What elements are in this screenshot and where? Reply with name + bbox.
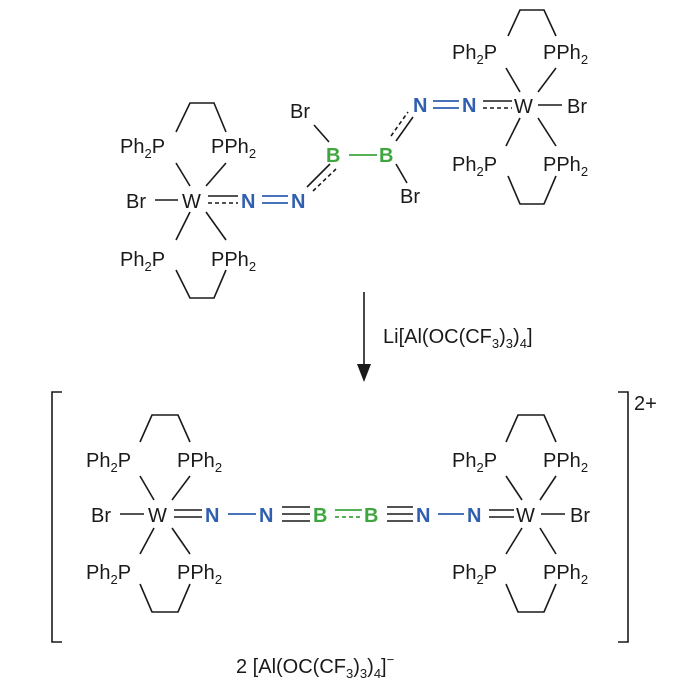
boron-label: B (313, 505, 327, 527)
ph2p-label: Ph2P (86, 450, 131, 475)
b-br-bond (395, 163, 408, 184)
pph2-label: PPh2 (543, 154, 588, 179)
bromine-label: Br (290, 101, 310, 123)
p-w-bond (537, 67, 557, 93)
p-w-bond (175, 162, 191, 187)
nitrogen-label: N (413, 95, 427, 117)
nitrogen-label: N (416, 505, 430, 527)
ph2p-label: Ph2P (452, 562, 497, 587)
bromine-label: Br (400, 186, 420, 208)
pph2-label: PPh2 (177, 450, 222, 475)
pph2-label: PPh2 (543, 42, 588, 67)
nitrogen-label: N (462, 95, 476, 117)
reagent-label: Li[Al(OC(CF3)3)4] (383, 326, 533, 351)
p-w-bond (139, 527, 155, 555)
nitrogen-label: N (291, 191, 305, 213)
p-w-bond (205, 162, 227, 187)
p-w-bond (205, 211, 227, 241)
nitrogen-label: N (205, 505, 219, 527)
p-w-bond (175, 211, 191, 241)
b-n-bond-dashed (390, 111, 409, 137)
ph2p-label: Ph2P (452, 450, 497, 475)
charge-label: 2+ (634, 393, 657, 415)
b-n-bond (395, 116, 414, 142)
top-diboron-core: B B Br Br (290, 101, 420, 208)
ph2p-label: Ph2P (452, 42, 497, 67)
bottom-left-tungsten-fragment: Ph2P PPh2 Ph2P PPh2 Br W N N (86, 414, 310, 613)
p-w-bond (171, 475, 191, 501)
p-w-bond (505, 475, 523, 501)
bromine-label: Br (570, 505, 590, 527)
n-b-bond (306, 163, 331, 188)
ph2p-label: Ph2P (120, 249, 165, 274)
b-br-bond (313, 124, 330, 143)
dppe-backbone (175, 269, 227, 299)
dppe-backbone (505, 583, 557, 613)
p-w-bond (539, 527, 557, 555)
p-w-bond (171, 527, 191, 555)
bottom-right-tungsten-fragment: N N W Br Ph2P PPh2 Ph2P PPh2 (387, 414, 590, 613)
p-w-bond (505, 527, 523, 555)
dppe-backbone (139, 414, 191, 443)
boron-label: B (379, 145, 393, 167)
dppe-backbone (139, 583, 191, 613)
nitrogen-label: N (241, 191, 255, 213)
boron-label: B (364, 505, 378, 527)
p-w-bond (537, 117, 557, 147)
dppe-backbone (505, 414, 557, 443)
bromine-label: Br (91, 505, 111, 527)
ph2p-label: Ph2P (120, 136, 165, 161)
dppe-backbone (175, 102, 227, 133)
tungsten-label: W (516, 505, 535, 527)
bromine-label: Br (567, 96, 587, 118)
top-right-tungsten-fragment: N N W Br Ph2P PPh2 Ph2P PPh2 (413, 9, 588, 205)
top-left-tungsten-fragment: Ph2P PPh2 Ph2P PPh2 Br W N N (120, 102, 305, 299)
bromine-label: Br (126, 191, 146, 213)
reaction-arrow (357, 292, 371, 382)
arrow-head (357, 364, 371, 382)
p-w-bond (505, 67, 521, 93)
ph2p-label: Ph2P (86, 562, 131, 587)
p-w-bond (505, 117, 521, 147)
pph2-label: PPh2 (543, 450, 588, 475)
pph2-label: PPh2 (211, 249, 256, 274)
tungsten-label: W (514, 96, 533, 118)
bottom-diboron-core: B B (313, 505, 378, 527)
p-w-bond (139, 475, 155, 501)
ph2p-label: Ph2P (452, 154, 497, 179)
left-bracket (51, 391, 62, 643)
nitrogen-label: N (467, 505, 481, 527)
counterion-label: 2 [Al(OC(CF3)3)4]− (236, 652, 394, 681)
tungsten-label: W (182, 191, 201, 213)
pph2-label: PPh2 (211, 136, 256, 161)
tungsten-label: W (148, 505, 167, 527)
right-bracket (618, 391, 629, 643)
nitrogen-label: N (259, 505, 273, 527)
dppe-backbone (507, 9, 557, 37)
n-b-bond-dashed (312, 168, 337, 192)
dppe-backbone (507, 175, 557, 205)
pph2-label: PPh2 (177, 562, 222, 587)
pph2-label: PPh2 (543, 562, 588, 587)
p-w-bond (539, 475, 557, 501)
boron-label: B (326, 145, 340, 167)
